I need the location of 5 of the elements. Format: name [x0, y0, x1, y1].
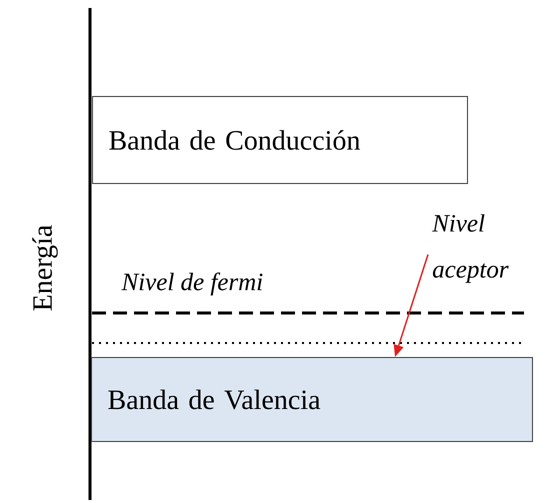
band-box: Banda de Conducción	[92, 96, 468, 184]
band-box: Banda de Valencia	[91, 357, 533, 442]
axis-label: Energía	[32, 225, 58, 310]
annotation-text: Nivel aceptor	[432, 214, 509, 283]
level-label: Nivel de fermi	[121, 272, 262, 296]
